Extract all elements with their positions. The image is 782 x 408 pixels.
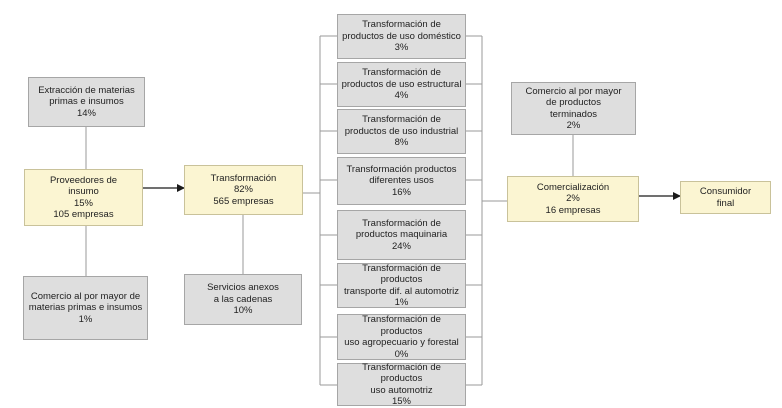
node-t-maquinaria: Transformación de productos maquinaria 2… [337, 210, 466, 260]
node-t-estructural: Transformación de productos de uso estru… [337, 62, 466, 107]
node-proveedores: Proveedores de insumo 15% 105 empresas [24, 169, 143, 226]
node-t-industrial: Transformación de productos de uso indus… [337, 109, 466, 154]
node-servicios: Servicios anexos a las cadenas 10% [184, 274, 302, 325]
node-comercializacion: Comercialización 2% 16 empresas [507, 176, 639, 222]
node-comercio-materias: Comercio al por mayor de materias primas… [23, 276, 148, 340]
node-consumidor: Consumidor final [680, 181, 771, 214]
node-t-automotriz: Transformación de productos uso automotr… [337, 362, 466, 407]
node-comercio-terminados: Comercio al por mayor de productos termi… [511, 82, 636, 135]
bracket-right-ticks [466, 35, 482, 386]
node-extraccion: Extracción de materias primas e insumos … [28, 77, 145, 127]
node-t-transporte: Transformación de productos transporte d… [337, 263, 466, 308]
node-t-domestico: Transformación de productos de uso domés… [337, 14, 466, 59]
node-t-diferentes: Transformación productos diferentes usos… [337, 157, 466, 205]
node-transformacion: Transformación 82% 565 empresas [184, 165, 303, 215]
bracket-left-ticks [320, 35, 337, 386]
node-t-agropecuario: Transformación de productos uso agropecu… [337, 314, 466, 360]
